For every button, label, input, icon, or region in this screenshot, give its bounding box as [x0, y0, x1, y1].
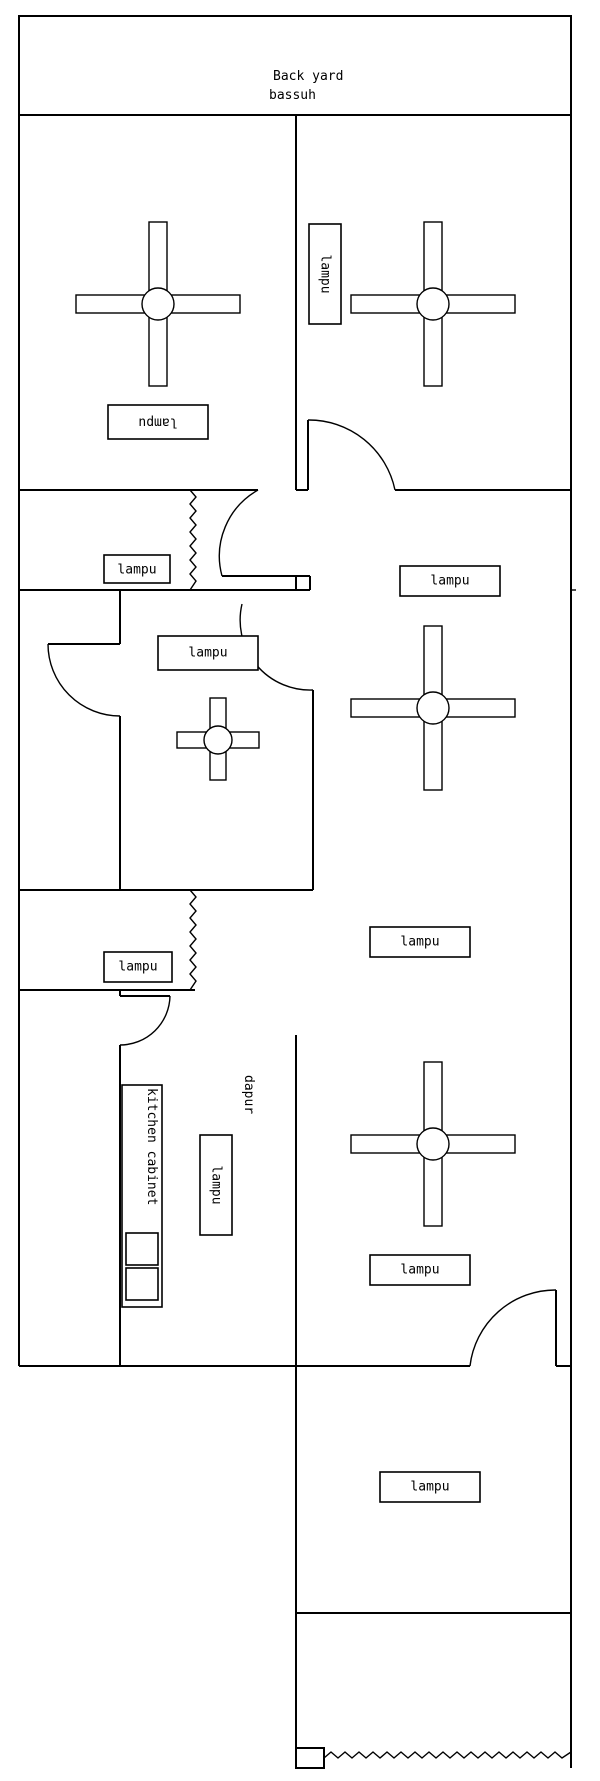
walls	[18, 15, 576, 1769]
sliding-door-icon	[189, 889, 197, 991]
lamp-labels: lampu lampu lampu lampu lampu lampu lamp…	[103, 223, 501, 1503]
ceiling-fan-icon	[350, 625, 516, 791]
lamp-label: lampu	[188, 646, 227, 661]
lamp-label: lampu	[400, 1263, 439, 1278]
door-swing-icon	[47, 643, 121, 717]
ceiling-fan-icon	[350, 1061, 516, 1227]
lamp-label: lampu	[400, 935, 439, 950]
sliding-door-icon	[189, 489, 197, 591]
door-swing-icon	[119, 995, 171, 1046]
lamp-label: lampu	[117, 563, 156, 578]
lamp-label: lampu	[410, 1480, 449, 1495]
dapur-label: dapur	[241, 1075, 256, 1114]
gate-post	[295, 1747, 325, 1769]
bassuh-label: bassuh	[269, 88, 316, 103]
door-swing-icon	[218, 489, 259, 577]
sliding-door-icon	[323, 1751, 572, 1759]
sliding-doors	[189, 489, 572, 1759]
kitchen-cabinet: kitchen cabinet	[121, 1084, 163, 1308]
door-swing-icon	[307, 419, 396, 491]
back-yard-label: Back yard	[273, 69, 343, 84]
ceiling-fan-icon	[75, 221, 241, 387]
lamp-label: lampu	[138, 415, 177, 430]
lamp-label: lampu	[318, 254, 333, 293]
ceiling-fan-icon	[350, 221, 516, 387]
door-swings	[47, 419, 557, 1367]
kitchen-cabinet-label: kitchen cabinet	[144, 1088, 159, 1205]
lamp-label: lampu	[430, 574, 469, 589]
lamp-label: lampu	[118, 960, 157, 975]
door-swing-icon	[469, 1289, 557, 1367]
lamp-label: lampu	[209, 1165, 224, 1204]
ceiling-fan-icon	[176, 697, 260, 781]
